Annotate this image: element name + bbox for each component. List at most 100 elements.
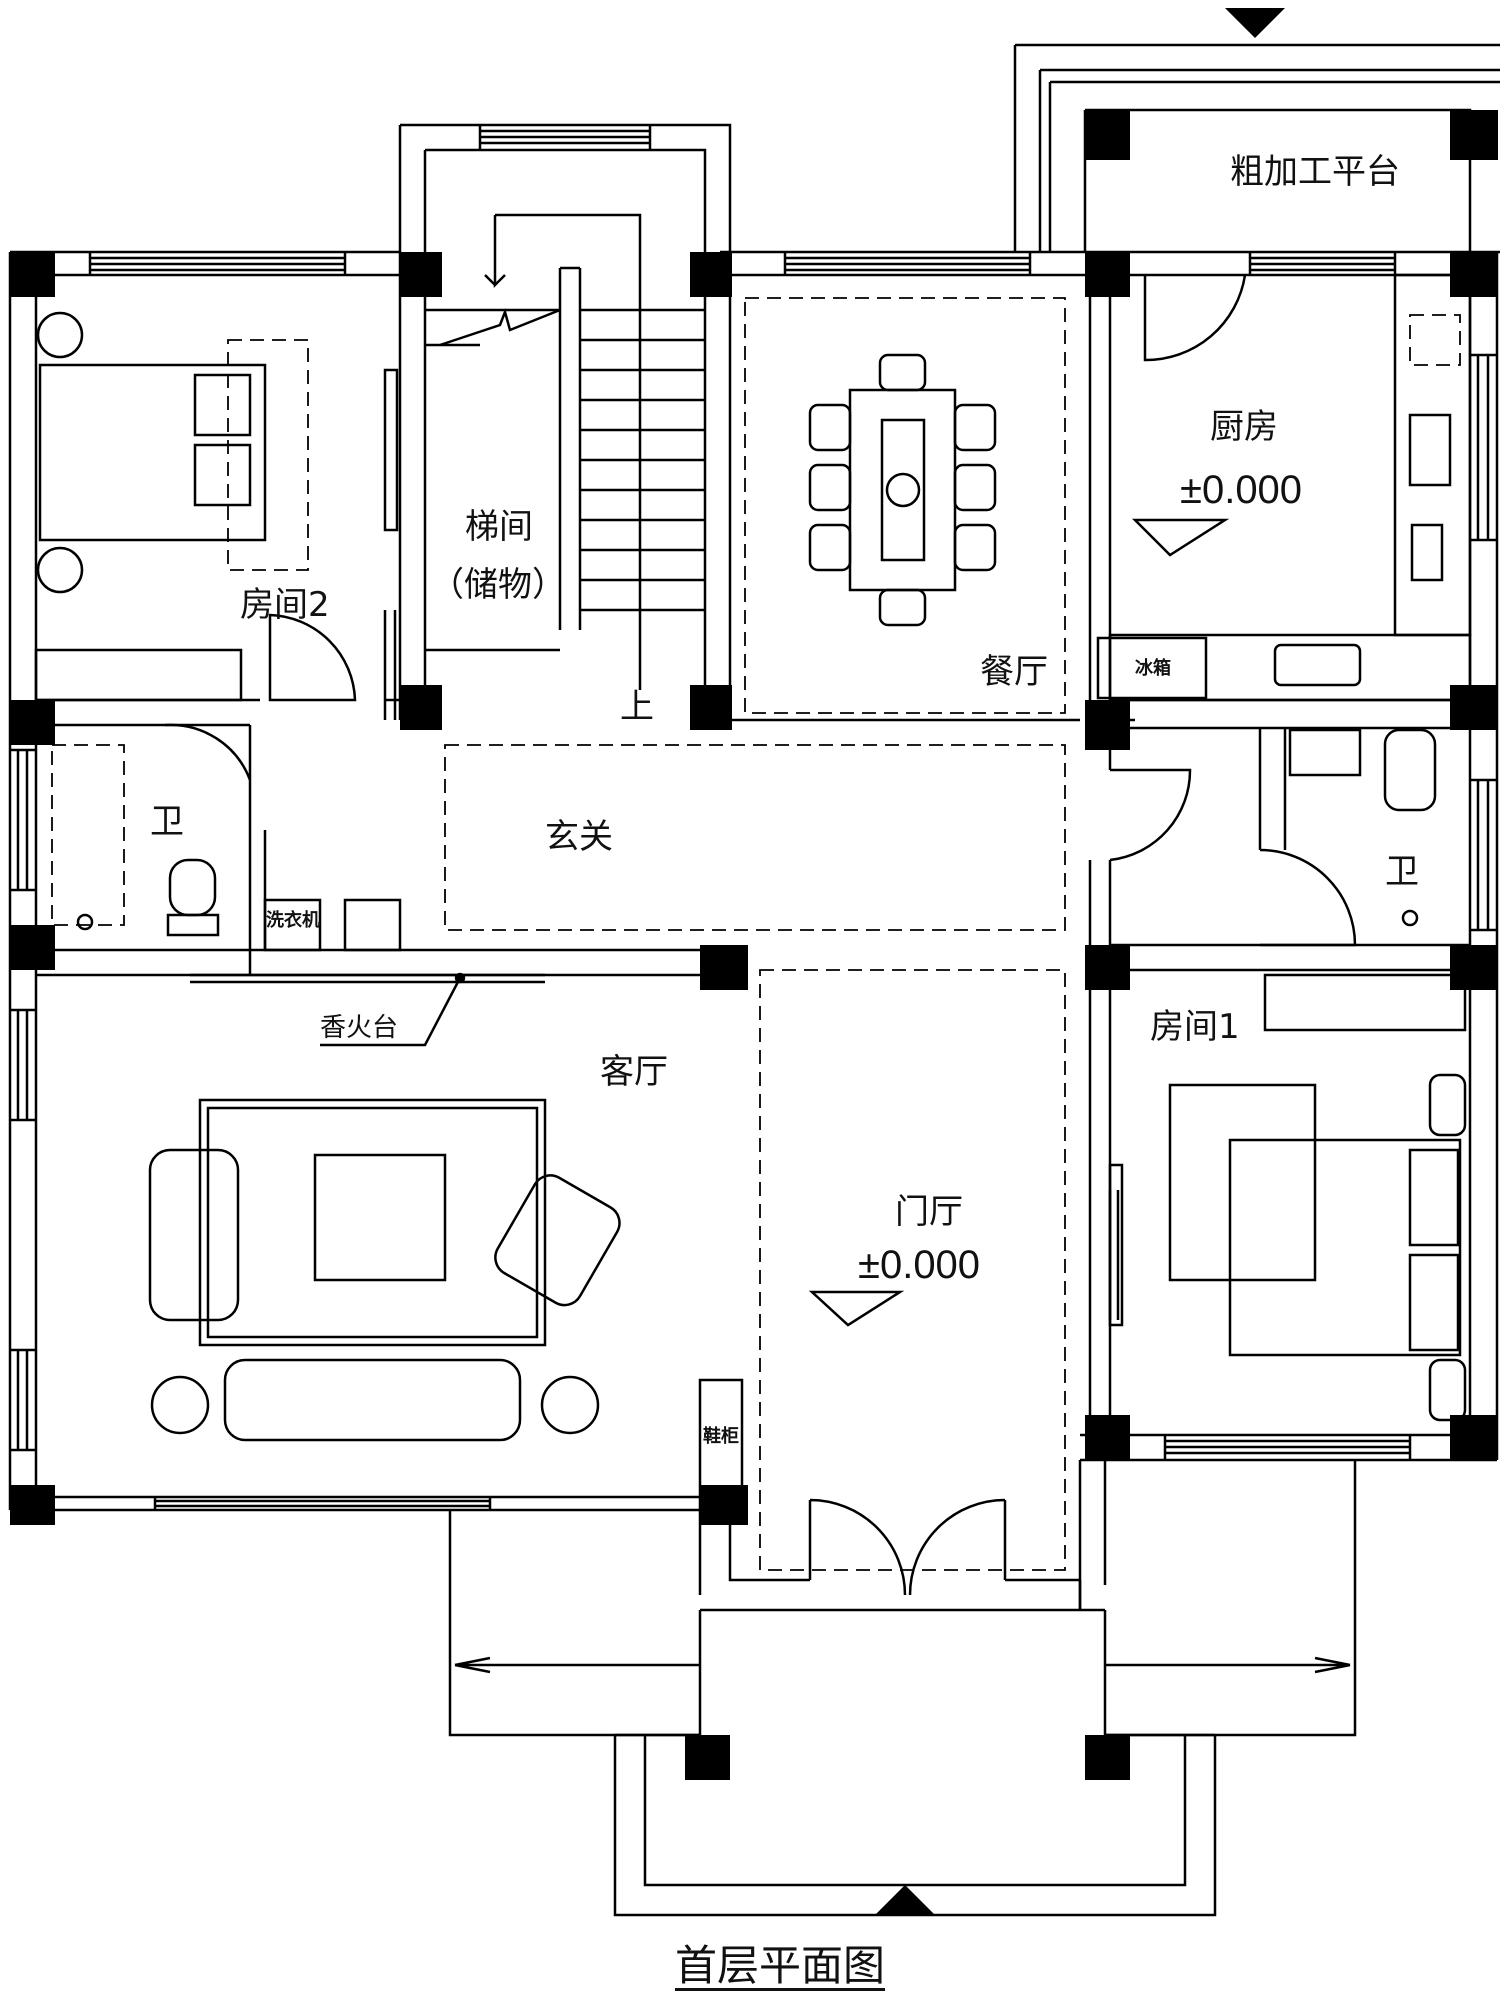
toilet-left: [168, 858, 217, 917]
entry-arrow-top: [1225, 8, 1285, 38]
exterior-wall: [720, 250, 1090, 277]
wardrobe-1: [1263, 973, 1467, 1032]
label-living: 客厅: [600, 1052, 668, 1092]
kitchen-counter: [1108, 633, 1472, 702]
toilet-tank-left: [166, 913, 220, 937]
window: [88, 252, 347, 275]
tv-panel-1: [1108, 1163, 1124, 1327]
drawing-title: 首层平面图: [675, 1941, 886, 1990]
door-bath-right: [1259, 848, 1357, 947]
label-bedroom2: 房间2: [240, 585, 330, 625]
stove: [1273, 643, 1362, 687]
bed-1-rug: [1168, 1083, 1317, 1282]
armchair-right: [494, 1174, 621, 1307]
coffee-table: [313, 1153, 447, 1282]
window: [1470, 353, 1497, 542]
label-stair-note: （储物）: [430, 565, 566, 605]
stair-wall: [398, 125, 427, 720]
porch-wall: [1005, 1578, 1082, 1610]
door-kitchen: [1143, 274, 1247, 362]
label-altar: 香火台: [320, 1013, 399, 1043]
kitchen-cabinet: [1410, 523, 1444, 582]
label-shoe-cabinet: 鞋柜: [703, 1426, 739, 1447]
stair-treads: [580, 308, 705, 612]
porch-arrow-left: [454, 1656, 700, 1674]
bed-2-pillow: [193, 443, 252, 507]
porch-wall: [448, 1460, 1357, 1737]
dining-centerpiece: [885, 472, 921, 508]
floor-drain: [76, 913, 94, 931]
bed-2-pillow: [193, 373, 252, 437]
dining-table-runner: [880, 418, 926, 562]
nightstand-1: [1428, 1358, 1467, 1422]
door-bed2: [268, 613, 357, 702]
label-fridge: 冰箱: [1135, 658, 1171, 679]
label-kitchen-level: ±0.000: [1180, 468, 1303, 512]
dining-chairs: [808, 353, 997, 627]
dining-zone: [744, 297, 1066, 714]
window: [10, 1008, 36, 1122]
door-main-left: [808, 1498, 907, 1596]
label-bath-right: 卫: [1385, 852, 1419, 892]
wardrobe-2: [34, 648, 243, 702]
altar-leader: [320, 977, 462, 1047]
window: [1163, 1435, 1412, 1460]
bed-2: [38, 363, 267, 542]
nightstand-lamp: [36, 311, 84, 359]
label-washer: 洗衣机: [266, 910, 320, 931]
stair-treads-left: [425, 308, 560, 652]
interior-wall: [1258, 728, 1287, 850]
kitchen-sink: [1408, 413, 1452, 487]
exterior-wall: [1080, 1433, 1497, 1462]
door-main-right: [908, 1498, 1007, 1596]
side-table: [540, 1375, 600, 1435]
interior-wall: [1088, 275, 1112, 720]
exterior-wall: [10, 1495, 720, 1512]
washer-box: [263, 898, 322, 952]
label-hall: 门厅: [895, 1192, 963, 1232]
interior-wall: [36, 698, 260, 727]
window: [1248, 252, 1397, 275]
altar-point: [454, 972, 466, 984]
window: [1470, 778, 1497, 932]
window: [10, 1348, 36, 1452]
interior-wall: [248, 830, 267, 975]
rug-inner: [206, 1106, 539, 1339]
porch-arrow-right: [1105, 1656, 1351, 1674]
interior-wall: [1260, 943, 1470, 972]
door-bath-left: [164, 723, 252, 830]
bed-1: [1228, 1138, 1462, 1357]
interior-wall: [415, 948, 720, 977]
label-foyer: 玄关: [545, 817, 613, 857]
exterior-wall: [10, 250, 400, 277]
entry-arrow-bottom: [875, 1885, 935, 1915]
sofa: [223, 1358, 522, 1442]
label-bath-left: 卫: [150, 802, 184, 842]
tv-panel-2: [383, 368, 399, 532]
label-dining: 餐厅: [980, 652, 1048, 692]
door-stair-side: [383, 610, 397, 720]
interior-wall: [1110, 943, 1260, 972]
window: [783, 252, 1032, 275]
floor-drain: [1401, 909, 1419, 927]
stair-break: [439, 308, 561, 347]
kitchen-counter-side: [1393, 273, 1472, 637]
level-marker-kitchen: [1131, 518, 1230, 557]
stair-wall: [703, 252, 732, 720]
foyer-zone: [444, 744, 1066, 931]
sink-right: [1288, 728, 1362, 777]
label-hall-level: ±0.000: [858, 1243, 981, 1287]
label-prep-platform: 粗加工平台: [1230, 152, 1400, 192]
structural-columns: [10, 8, 1498, 1915]
fridge-box: [1096, 636, 1208, 700]
label-bedroom1: 房间1: [1150, 1007, 1240, 1047]
nightstand-lamp: [36, 546, 84, 594]
exterior-wall: [1468, 252, 1499, 1460]
window: [10, 748, 36, 892]
level-marker-hall: [808, 1290, 905, 1327]
platform-wall: [1015, 43, 1500, 84]
window: [153, 1497, 492, 1510]
armchair-left: [148, 1148, 240, 1322]
porch-wall: [698, 1608, 1107, 1735]
